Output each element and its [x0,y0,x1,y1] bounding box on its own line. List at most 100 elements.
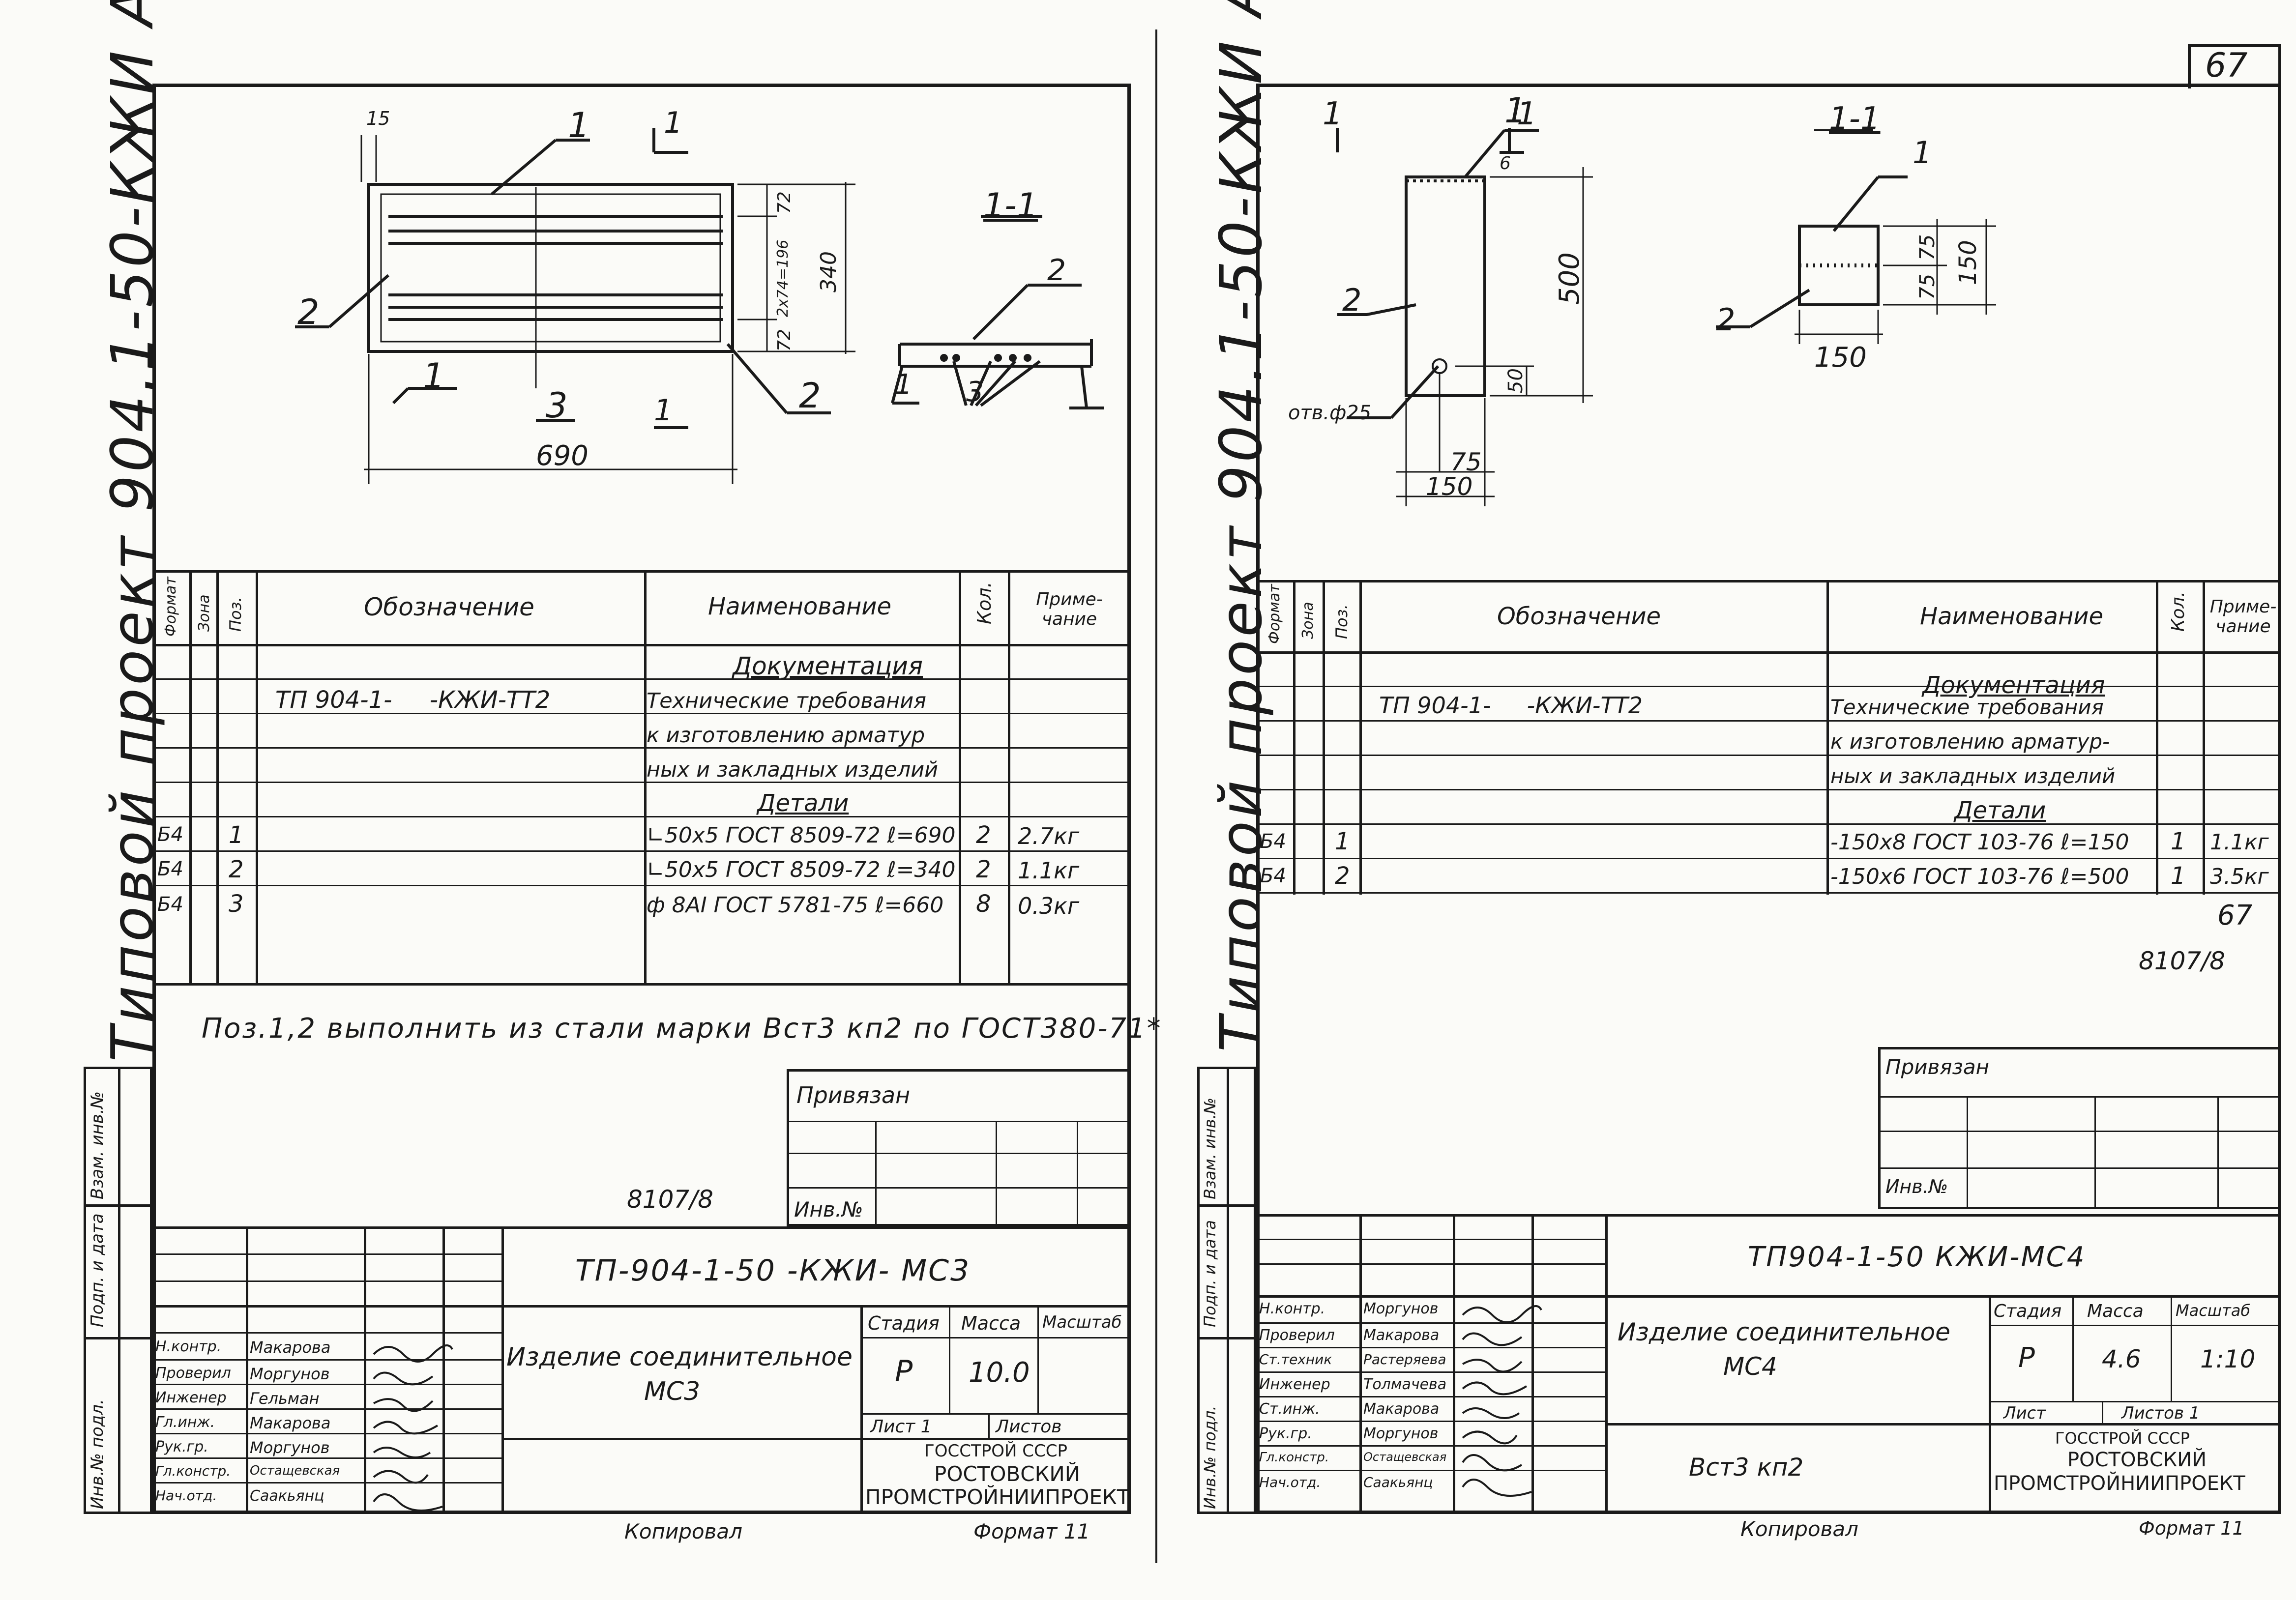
right-role-4: Инженер [1259,1376,1330,1393]
left-bottom-format: Формат 11 [973,1519,1090,1543]
plan-outline [367,183,734,353]
right-sec-dim-150w: 150 [1814,342,1867,374]
left-row3-name: ф 8АI ГОСТ 5781-75 ℓ=660 [647,893,944,918]
left-title-block: ТП-904-1-50 -КЖИ- МС3 Изделие соединител… [152,1226,1131,1514]
left-hdr-note: Приме-чание [1036,589,1103,629]
right-sec-dim-75a: 75 [1915,234,1939,261]
left-inv-label: Инв.№ [794,1197,863,1222]
right-bound-label: Привязан [1885,1055,1990,1079]
right-spec-table: Формат Зона Поз. Обозначение Наименовани… [1256,580,2281,963]
right-inv-label: Инв.№ [1885,1176,1948,1197]
left-row3-qty: 8 [976,890,991,918]
left-dim-690: 690 [536,440,589,472]
left-sheets-label: Листов [996,1417,1062,1437]
left-row2-qty: 2 [976,856,991,883]
right-page-number-box [2188,44,2281,88]
left-row3-note: 0.3кг [1018,893,1080,919]
right-row2-name: -150х6 ГОСТ 103-76 ℓ=500 [1830,864,2129,889]
left-mass-label: Масса [961,1312,1021,1334]
left-scale-label: Масштаб [1042,1312,1122,1332]
right-stage: Р [2018,1342,2035,1374]
right-bound-box [1878,1047,2281,1209]
right-name-7: Остащевская [1363,1450,1447,1464]
right-product: Изделие соединительное [1618,1318,1950,1346]
right-org-2: РОСТОВСКИЙ [2067,1449,2207,1471]
right-name-2: Макарова [1363,1327,1440,1344]
left-org-3: ПРОМСТРОЙНИИПРОЕКТ [865,1485,1130,1509]
right-material: Вст3 кп2 [1689,1453,1804,1482]
right-hdr-name: Наименование [1920,603,2104,630]
left-doc-designation: ТП 904-1- -КЖИ-ТТ2 [275,686,551,714]
left-signatures [373,1344,453,1512]
left-role-2: Проверил [155,1365,231,1382]
right-dim-50: 50 [1504,368,1527,393]
right-role-3: Ст.техник [1259,1351,1332,1367]
left-product: Изделие соединительное [506,1342,853,1372]
right-mass: 4.6 [2102,1345,2141,1373]
right-frame [1256,84,2281,1514]
right-name-4: Толмачева [1363,1376,1447,1393]
left-frame [152,84,1131,1514]
left-pos1b-label: 1 [423,356,445,396]
left-doc-line-2: к изготовлению арматур [647,723,925,748]
right-section-docs: Документация [1922,671,2105,699]
right-page-number: 67 [2205,46,2248,85]
right-hdr-pos: Поз. [1332,604,1351,639]
left-hdr-designation: Обозначение [364,593,534,621]
left-dim-15: 15 [366,108,390,129]
left-doc-code: ТП-904-1-50 -КЖИ- МС3 [575,1253,971,1288]
left-hdr-name: Наименование [708,593,892,620]
left-bound-box [787,1069,1131,1226]
left-org-2: РОСТОВСКИЙ [934,1462,1081,1486]
left-sec-pos3: 3 [966,376,984,408]
right-name-3: Растеряева [1363,1351,1446,1367]
right-doc-designation: ТП 904-1- -КЖИ-ТТ2 [1379,692,1643,719]
left-stage: Р [895,1354,913,1389]
left-sheet-label: Лист 1 [870,1417,932,1437]
right-title-block: ТП904-1-50 КЖИ-МС4 Изделие соединительно… [1256,1214,2281,1514]
right-role-2: Проверил [1259,1327,1335,1344]
right-cut-mark-a: 1 [1323,96,1343,132]
right-dim-500: 500 [1554,252,1586,305]
right-org-1: ГОССТРОЙ СССР [2055,1429,2190,1448]
plate-elevation [1405,175,1486,397]
right-role-5: Ст.инж. [1259,1400,1320,1418]
right-pos1-label: 1 [1504,90,1527,131]
left-row3-format: Б4 [157,893,183,916]
right-drawing [1336,128,1996,506]
left-sheet: Типовой проект 904.1-50-КЖИ Альбом8 Инв.… [84,0,1161,1543]
right-row1-format: Б4 [1260,830,1286,853]
left-hdr-zone: Зона [196,594,213,632]
left-doc-line-3: ных и закладных изделий [647,757,939,782]
left-product-mark: МС3 [644,1377,701,1406]
left-name-4: Макарова [250,1414,331,1432]
right-row1-pos: 1 [1335,828,1350,855]
right-mass-label: Масса [2087,1301,2144,1321]
right-dim-6: 6 [1500,153,1511,174]
right-product-mark: МС4 [1723,1352,1777,1381]
right-doc-line-1: Технические требования [1830,695,2104,719]
left-pos1-label: 1 [568,105,590,145]
right-doc-code: ТП904-1-50 КЖИ-МС4 [1748,1241,2086,1273]
left-name-6: Остащевская [250,1463,340,1478]
right-row1-qty: 1 [2171,828,2186,855]
left-pos2-label: 2 [297,292,320,332]
right-sec-dim-75b: 75 [1915,273,1939,300]
left-hdr-pos: Поз. [226,597,245,632]
left-row1-format: Б4 [157,823,183,846]
left-section-parts: Детали [757,789,849,817]
left-bound-label: Привязан [796,1082,911,1108]
left-stage-label: Стадия [868,1312,940,1334]
right-section-label: 1-1 [1829,101,1881,137]
left-name-2: Моргунов [250,1365,330,1383]
right-name-1: Моргунов [1363,1300,1439,1317]
right-sec-dim-150h: 150 [1954,240,1982,285]
left-sec-pos1: 1 [895,369,913,401]
right-scale: 1:10 [2200,1345,2256,1373]
left-row2-format: Б4 [157,858,183,880]
left-role-1: Н.контр. [155,1338,222,1355]
section-plate [1798,225,1880,306]
right-hdr-format: Формат [1266,584,1283,644]
left-row2-pos: 2 [229,856,244,883]
right-name-8: Саакьянц [1363,1474,1433,1490]
